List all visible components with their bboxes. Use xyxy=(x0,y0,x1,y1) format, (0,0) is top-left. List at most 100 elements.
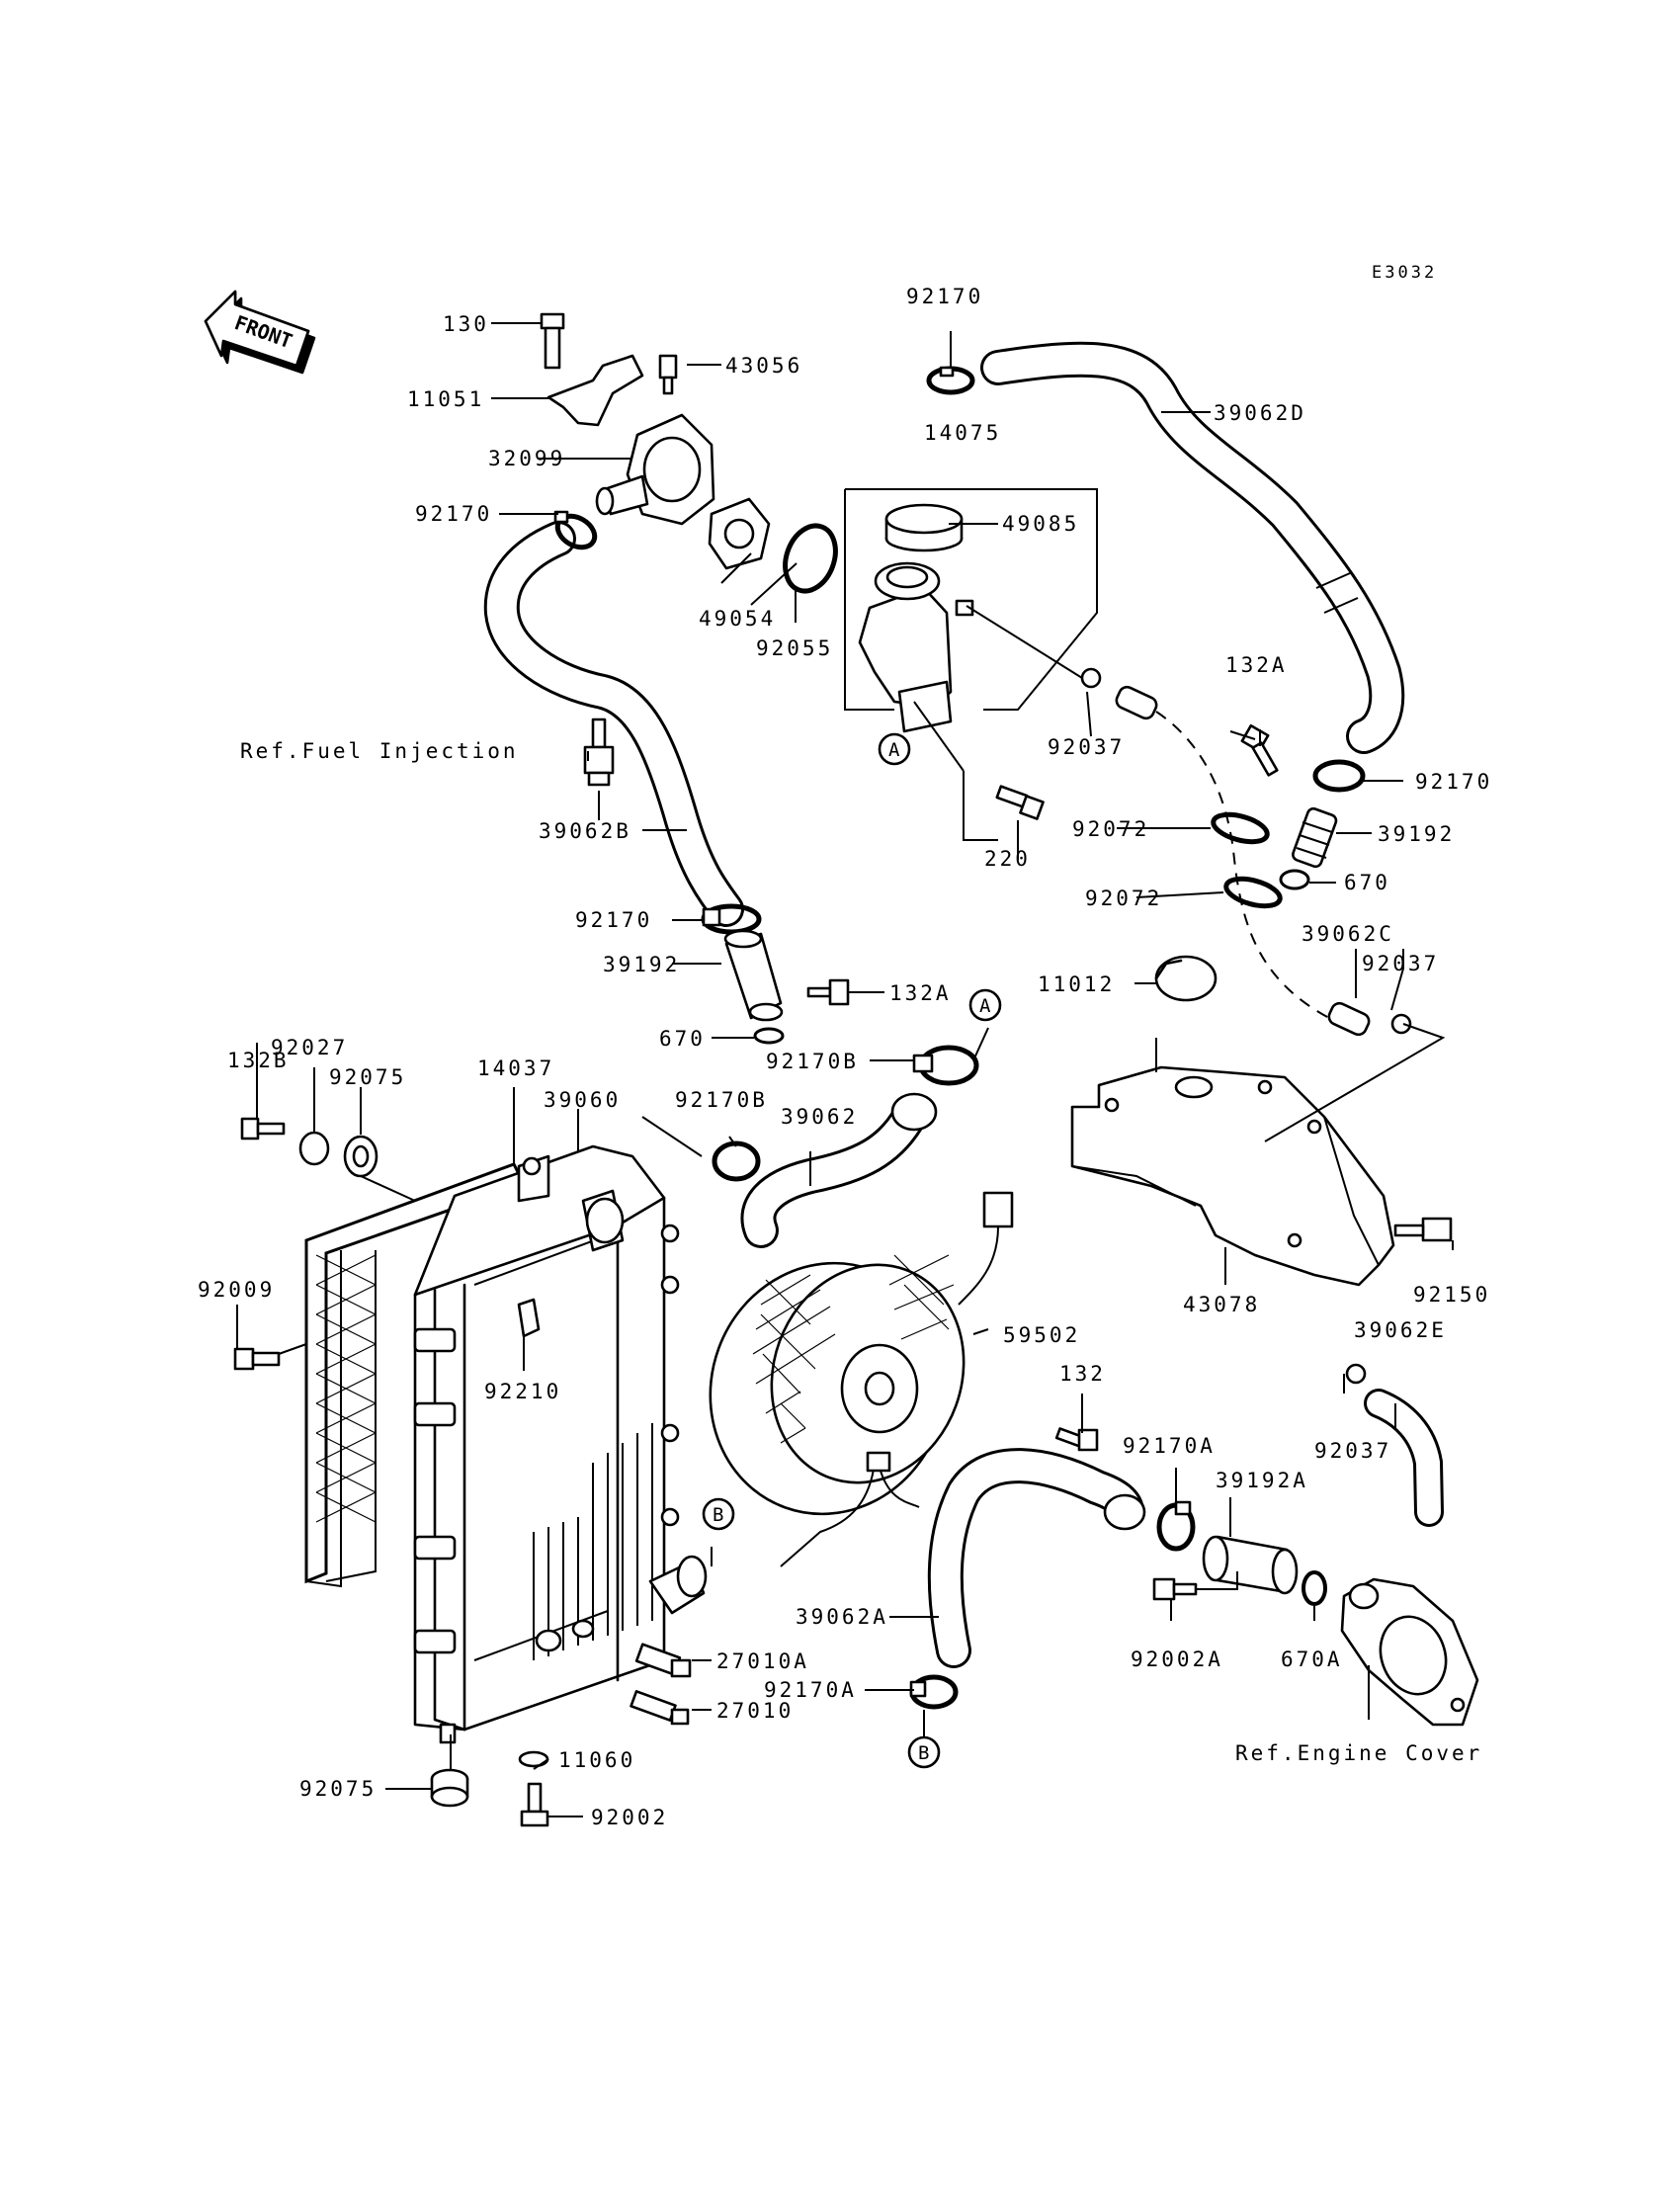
fitting-39192-right xyxy=(1292,806,1338,869)
pipe-39192A xyxy=(1202,1535,1299,1595)
label-92170B-a: 92170B xyxy=(766,1050,859,1073)
hose-39062A xyxy=(927,1448,1146,1668)
label-130: 130 xyxy=(443,312,489,336)
bolt-92150 xyxy=(1393,1217,1453,1242)
thermostat-cover-32099 xyxy=(595,413,715,526)
label-39062B: 39062B xyxy=(539,819,631,843)
label-92210: 92210 xyxy=(484,1380,561,1403)
radiator-cap-49085 xyxy=(884,503,964,552)
clamp-92170A-lower xyxy=(909,1674,959,1710)
grommet-92075-bottom xyxy=(430,1768,469,1808)
label-92170B-b: 92170B xyxy=(675,1088,768,1112)
label-92170A-a: 92170A xyxy=(1123,1434,1216,1458)
label-11060: 11060 xyxy=(558,1748,635,1772)
radiator-39060 xyxy=(413,1144,708,1744)
label-92170-right: 92170 xyxy=(1415,770,1492,794)
o-ring-670A xyxy=(1302,1570,1327,1606)
bolt-92002A-lead xyxy=(1196,1571,1238,1590)
clamp-92170-right xyxy=(1312,759,1366,793)
marker-b-upper: B xyxy=(702,1497,735,1531)
label-92037-top: 92037 xyxy=(1048,735,1125,759)
marker-a-upper-letter: A xyxy=(888,739,900,761)
engine-cover-icon xyxy=(1340,1577,1479,1727)
o-ring-92055 xyxy=(783,523,838,594)
label-39062E: 39062E xyxy=(1354,1318,1447,1342)
label-39062C: 39062C xyxy=(1302,922,1394,946)
label-11051: 11051 xyxy=(407,387,484,411)
label-39060: 39060 xyxy=(544,1088,621,1112)
label-14075: 14075 xyxy=(924,421,1001,445)
bolt-132A-mid xyxy=(806,978,850,1006)
front-arrow-icon: FRONT xyxy=(204,290,316,375)
label-92037-low: 92037 xyxy=(1314,1439,1391,1463)
label-670-top: 670 xyxy=(1344,871,1390,894)
label-39192: 39192 xyxy=(1378,822,1455,846)
label-39062: 39062 xyxy=(781,1105,858,1129)
plug-43056 xyxy=(658,354,678,395)
thermostat-49054 xyxy=(708,497,771,570)
clamp-92170B-upper xyxy=(912,1045,979,1086)
label-132A-top: 132A xyxy=(1225,653,1288,677)
clip-92037-mid xyxy=(1390,1013,1412,1035)
label-49085: 49085 xyxy=(1002,512,1079,536)
bolt-130 xyxy=(540,312,565,370)
collar-92027 xyxy=(298,1131,330,1166)
marker-b-lower: B xyxy=(907,1735,941,1769)
label-39062D: 39062D xyxy=(1214,401,1306,425)
label-92170-left: 92170 xyxy=(415,502,492,526)
bolt-132B xyxy=(240,1117,286,1141)
label-92170A-b: 92170A xyxy=(764,1678,857,1702)
label-92075-top: 92075 xyxy=(329,1065,406,1089)
marker-a-lower: A xyxy=(968,988,1002,1022)
fan-switch-27010A xyxy=(634,1643,692,1678)
label-92037-mid: 92037 xyxy=(1362,952,1439,975)
o-ring-670-mid xyxy=(753,1027,785,1045)
clamp-92072-a xyxy=(1211,811,1270,845)
label-132: 132 xyxy=(1059,1362,1106,1386)
label-39192-mid: 39192 xyxy=(603,953,680,976)
bolt-92002 xyxy=(520,1782,549,1827)
group-bracket-14075 xyxy=(844,488,1098,711)
label-43078: 43078 xyxy=(1183,1293,1260,1316)
label-92002: 92002 xyxy=(591,1806,668,1829)
label-59502: 59502 xyxy=(1003,1323,1080,1347)
clip-92210 xyxy=(517,1298,541,1338)
part-labels: 130 11051 43056 32099 92170 39062D 92170… xyxy=(198,285,1492,1829)
marker-b-lower-letter: B xyxy=(918,1742,929,1764)
label-14037: 14037 xyxy=(477,1056,554,1080)
hose-39062B xyxy=(483,521,744,927)
reservoir-cap-11012 xyxy=(1154,955,1218,1002)
fitting-39192-mid xyxy=(723,929,784,1022)
tube-39062C-upper xyxy=(1115,685,1158,720)
clamp-92170B-lower xyxy=(712,1141,761,1182)
label-92072-a: 92072 xyxy=(1072,817,1149,841)
o-ring-670-top xyxy=(1279,869,1310,890)
marker-a-lower-letter: A xyxy=(979,995,991,1017)
marker-b-upper-letter: B xyxy=(713,1504,723,1526)
clamp-92170-top xyxy=(926,366,975,395)
reservoir-tank-43078 xyxy=(1070,1065,1395,1287)
sensor-27010 xyxy=(630,1690,690,1726)
marker-a-upper: A xyxy=(878,732,911,766)
grommet-92075-top xyxy=(343,1135,378,1178)
fan-assembly-59502 xyxy=(709,1191,1014,1567)
clip-92037-top xyxy=(1080,667,1102,689)
bracket-11051 xyxy=(546,354,644,427)
label-43056: 43056 xyxy=(725,354,802,378)
label-32099: 32099 xyxy=(488,447,565,470)
label-132A-mid: 132A xyxy=(889,981,952,1005)
label-92072-b: 92072 xyxy=(1085,887,1162,910)
tube-39062C-lower xyxy=(1327,1001,1371,1037)
clamp-92170-left xyxy=(553,510,598,550)
clamp-92170A-upper xyxy=(1156,1500,1196,1552)
label-670-mid: 670 xyxy=(659,1027,706,1051)
hose-39062E xyxy=(1364,1389,1444,1527)
label-39192A: 39192A xyxy=(1216,1469,1308,1492)
bolt-92009 xyxy=(233,1347,281,1371)
washer-11060 xyxy=(518,1750,549,1768)
bolt-92002A xyxy=(1152,1577,1198,1601)
label-92170-top: 92170 xyxy=(906,285,983,308)
label-ref-engine-cover: Ref.Engine Cover xyxy=(1235,1741,1482,1765)
filler-neck-14075 xyxy=(858,561,974,733)
label-27010: 27010 xyxy=(716,1699,794,1723)
